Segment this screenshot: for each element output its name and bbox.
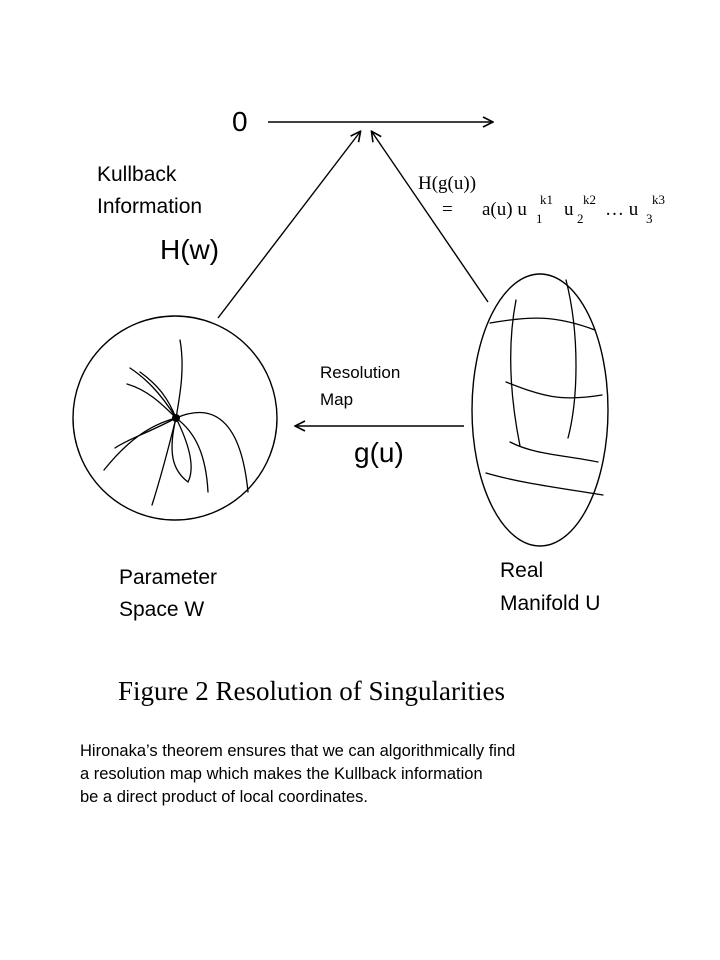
formula-sup2: k2 <box>583 192 596 207</box>
note-line-3: be a direct product of local coordinates… <box>80 788 369 806</box>
resolution-label-line2: Map <box>320 390 353 409</box>
real-manifold-label-line2: Manifold U <box>500 592 600 615</box>
formula-equals: = <box>442 199 453 220</box>
kullback-label-line2: Information <box>97 195 202 218</box>
formula-main: a(u) u <box>482 199 527 220</box>
real-manifold-label-line1: Real <box>500 559 543 582</box>
zero-label: 0 <box>232 106 248 137</box>
formula-u2: u <box>564 199 574 220</box>
formula-sup1: k1 <box>540 192 553 207</box>
note-line-2: a resolution map which makes the Kullbac… <box>80 765 483 783</box>
parameter-space-label-line2: Space W <box>119 598 204 621</box>
factorization-formula: = a(u) u k1 1 u k2 2 … u k3 3 <box>442 192 665 226</box>
formula-sub1: 1 <box>536 211 543 226</box>
formula-sub3: 3 <box>646 211 653 226</box>
real-manifold-ellipse <box>471 273 609 547</box>
formula-dots: … u <box>605 199 639 220</box>
figure-caption: Figure 2 Resolution of Singularities <box>118 676 505 706</box>
hw-label: H(w) <box>160 234 219 265</box>
hgu-label: H(g(u)) <box>418 173 476 194</box>
parameter-space-label-line1: Parameter <box>119 566 217 589</box>
kullback-label-line1: Kullback <box>97 163 177 186</box>
kullback-arrow <box>217 132 360 319</box>
formula-sub2: 2 <box>577 211 584 226</box>
explanatory-note: Hironaka’s theorem ensures that we can a… <box>80 740 640 809</box>
resolution-label-line1: Resolution <box>320 363 400 382</box>
note-line-1: Hironaka’s theorem ensures that we can a… <box>80 742 516 760</box>
composite-arrow <box>372 132 489 303</box>
formula-sup3: k3 <box>652 192 665 207</box>
parameter-space-circle <box>72 315 278 521</box>
gu-label: g(u) <box>354 437 404 468</box>
